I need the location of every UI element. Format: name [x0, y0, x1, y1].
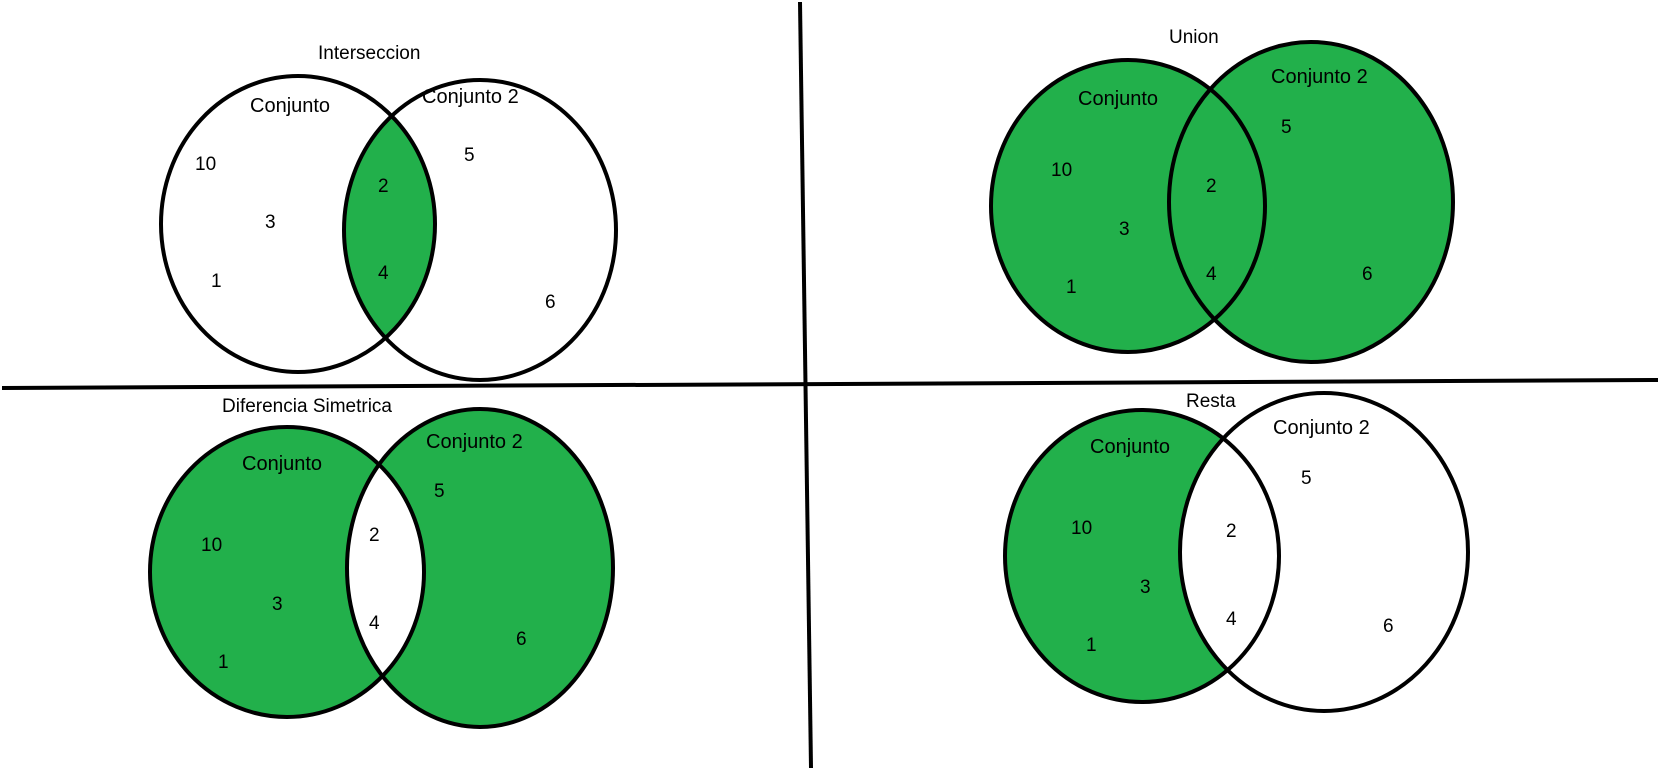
- element-label: 6: [545, 292, 556, 313]
- element-label: 2: [1226, 521, 1237, 542]
- element-label: 1: [218, 652, 229, 673]
- set2-label: Conjunto 2: [422, 86, 519, 108]
- element-label: 5: [1301, 468, 1312, 489]
- element-label: 4: [378, 263, 389, 284]
- panel-title: Resta: [1186, 391, 1236, 412]
- intersection-region: [1180, 410, 1279, 702]
- set2-circle: [345, 407, 615, 729]
- panel-title: Diferencia Simetrica: [222, 396, 392, 417]
- set1-label: Conjunto: [242, 453, 322, 475]
- set1-label: Conjunto: [1090, 436, 1170, 458]
- set2-circle: [342, 78, 618, 382]
- set1-label: Conjunto: [250, 95, 330, 117]
- element-label: 10: [1051, 160, 1072, 181]
- element-label: 10: [1071, 518, 1092, 539]
- set2-circle: [1167, 40, 1455, 364]
- set1-circle: [1003, 408, 1281, 704]
- set2-circle: [1178, 391, 1470, 713]
- element-label: 1: [211, 271, 222, 292]
- element-label: 1: [1066, 277, 1077, 298]
- panel-union: Union Conjunto Conjunto 2 10 3 1 2 4 5 6: [989, 27, 1455, 364]
- element-label: 1: [1086, 635, 1097, 656]
- element-label: 6: [1362, 264, 1373, 285]
- set2-label: Conjunto 2: [1271, 66, 1368, 88]
- element-label: 3: [265, 212, 276, 233]
- set1-circle: [148, 425, 426, 719]
- element-label: 4: [1206, 264, 1217, 285]
- panel-interseccion: Interseccion Conjunto Conjunto 2 10 3 1 …: [159, 43, 618, 382]
- panel-resta: Resta Conjunto Conjunto 2 10 3 1 2 4 5 6: [1003, 391, 1470, 713]
- element-label: 3: [1119, 219, 1130, 240]
- element-label: 6: [1383, 616, 1394, 637]
- element-label: 5: [434, 481, 445, 502]
- set2-label: Conjunto 2: [1273, 417, 1370, 439]
- element-label: 10: [195, 154, 216, 175]
- element-label: 6: [516, 629, 527, 650]
- element-label: 5: [464, 145, 475, 166]
- element-label: 5: [1281, 117, 1292, 138]
- set2-label: Conjunto 2: [426, 431, 523, 453]
- set2-fill: [347, 409, 613, 727]
- element-label: 3: [1140, 577, 1151, 598]
- element-label: 3: [272, 594, 283, 615]
- set1-label: Conjunto: [1078, 88, 1158, 110]
- element-label: 2: [369, 525, 380, 546]
- set1-fill: [150, 427, 424, 717]
- element-label: 10: [201, 535, 222, 556]
- element-label: 4: [369, 613, 380, 634]
- element-label: 4: [1226, 609, 1237, 630]
- set1-circle: [159, 74, 437, 374]
- panel-title: Union: [1169, 27, 1219, 48]
- set1-circle: [989, 58, 1267, 354]
- element-label: 2: [378, 176, 389, 197]
- horizontal-divider: [1, 378, 1659, 390]
- panel-diferencia-simetrica: Diferencia Simetrica Conjunto Conjunto 2…: [148, 396, 615, 729]
- panel-title: Interseccion: [318, 43, 420, 64]
- element-label: 2: [1206, 176, 1217, 197]
